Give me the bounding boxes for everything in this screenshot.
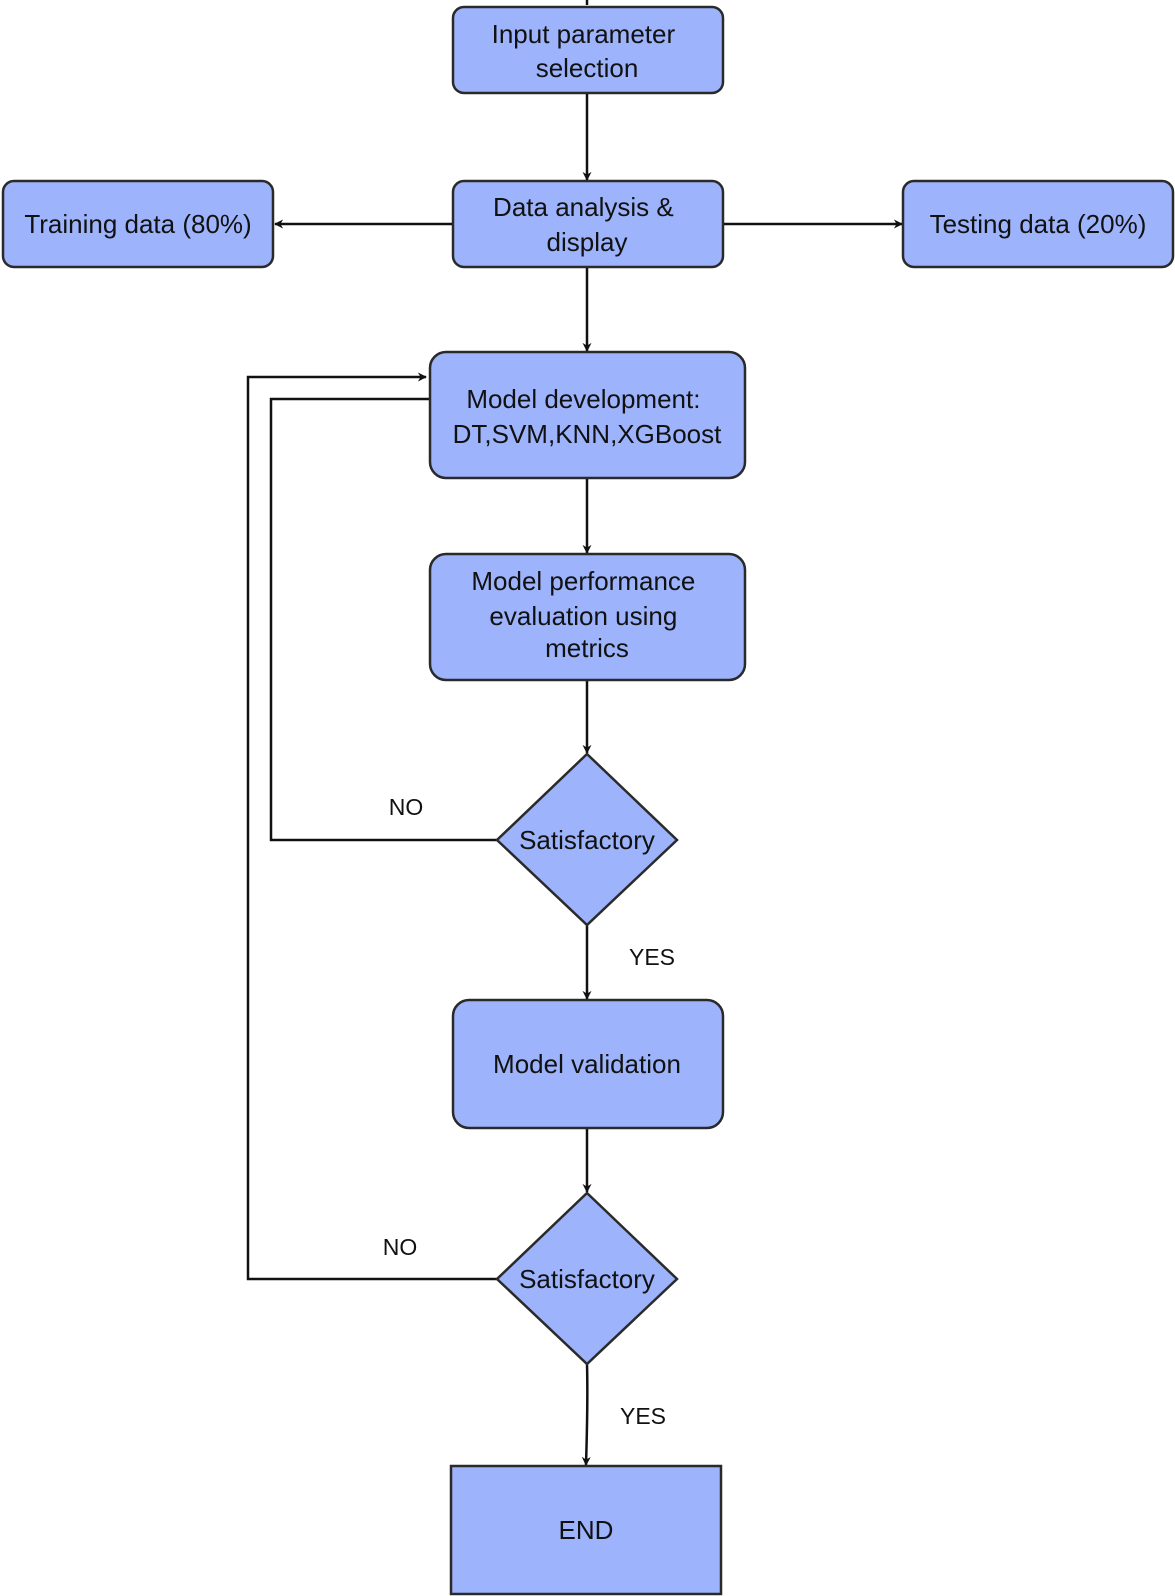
decision-label: Satisfactory: [519, 1264, 655, 1294]
node-label: Training data (80%): [24, 209, 251, 239]
edges: [246, 0, 903, 1466]
node-model-validation: Model validation: [451, 998, 725, 1130]
node-label: Model development:: [466, 384, 700, 414]
node-label: Model validation: [493, 1049, 681, 1079]
decision-satisfactory-1: Satisfactory: [495, 752, 679, 927]
node-label: Model performance: [471, 566, 695, 596]
node-label: metrics: [545, 633, 629, 663]
node-label: evaluation using: [489, 601, 677, 631]
decision-satisfactory-2: Satisfactory: [495, 1191, 679, 1366]
edge-decision1-no-loop: [269, 394, 497, 842]
node-input-parameter-selection: Input parameter selection: [451, 5, 725, 95]
edge-decision2-yes: [581, 1363, 591, 1466]
edge-label-yes: YES: [629, 944, 675, 970]
node-label: Input parameter: [492, 19, 676, 49]
edge-label-no: NO: [383, 1234, 418, 1260]
svg-text:Model performance evalua: Model performance evaluation using metri…: [471, 566, 702, 663]
svg-text:Model development: DT,SV: Model development: DT,SVM,KNN,XGBoost: [453, 384, 723, 449]
node-data-analysis-display: Data analysis & display: [451, 179, 725, 269]
node-end: END: [449, 1464, 723, 1596]
node-label: display: [547, 227, 628, 257]
node-label: selection: [536, 53, 639, 83]
node-label: END: [559, 1515, 614, 1545]
edge-label-no: NO: [389, 794, 424, 820]
node-model-performance-evaluation: Model performance evaluation using metri…: [428, 552, 747, 682]
node-label: Testing data (20%): [930, 209, 1147, 239]
edge-decision2-no-loop: [246, 372, 497, 1281]
svg-text:Data analysis & display: Data analysis & display: [493, 192, 681, 257]
svg-text:Input parameter selectio: Input parameter selection: [492, 19, 683, 83]
node-testing-data: Testing data (20%): [901, 179, 1175, 269]
node-label: Data analysis &: [493, 192, 674, 222]
node-model-development: Model development: DT,SVM,KNN,XGBoost: [428, 350, 747, 480]
node-label: DT,SVM,KNN,XGBoost: [453, 419, 723, 449]
node-training-data: Training data (80%): [1, 179, 275, 269]
decision-label: Satisfactory: [519, 825, 655, 855]
edge-label-yes: YES: [620, 1403, 666, 1429]
